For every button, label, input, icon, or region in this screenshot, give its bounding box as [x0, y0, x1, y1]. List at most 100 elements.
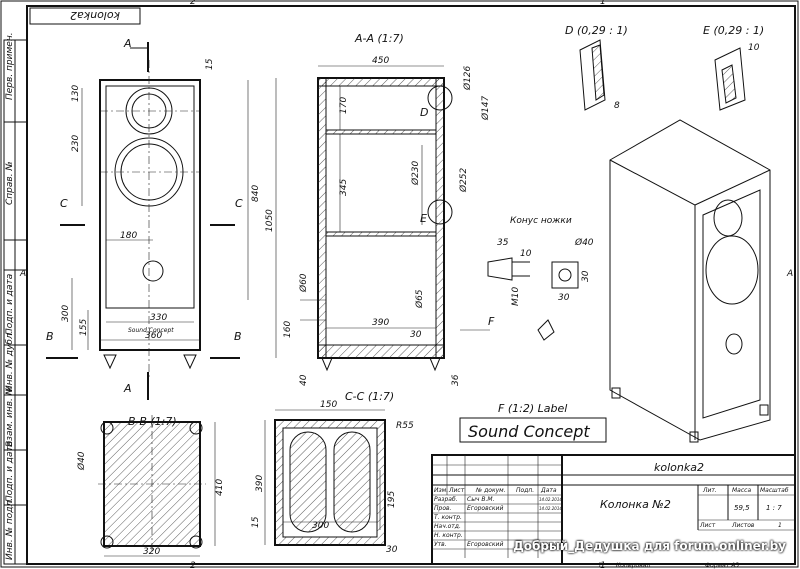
aa-dim-d65: Ø65: [414, 289, 425, 309]
tb-row-role: Н. контр.: [434, 532, 463, 539]
front-dim-130: 130: [71, 85, 81, 102]
front-dim-180: 180: [120, 231, 137, 241]
detail-marker-d: D: [420, 106, 428, 119]
zone-marker-top-2: 2: [190, 0, 196, 7]
tb-row-date: 14.02.2014: [539, 497, 562, 502]
foot-title: Конус ножки: [510, 216, 572, 226]
tb-scale: 1 : 7: [766, 504, 782, 512]
aa-dim-160: 160: [283, 321, 293, 338]
tb-row-person: Егоровский: [467, 541, 503, 548]
section-cc: C-C (1:7) 150 R55 195 390 300 15 30: [251, 390, 414, 555]
detail-d-dim: 8: [614, 101, 620, 111]
cc-dim-390: 390: [255, 475, 265, 492]
tb-row-date: 14.02.2014: [539, 506, 562, 511]
margin-label-replace: Взам. инв. №: [5, 386, 15, 447]
aa-dim-345: 345: [339, 179, 349, 196]
detail-e-dim: 10: [748, 43, 760, 53]
cc-dim-195: 195: [387, 491, 397, 508]
section-aa-title: A-A (1:7): [354, 32, 404, 45]
tb-sheet-label: Лист: [699, 522, 716, 529]
section-aa: A-A (1:7) 450 170 345 1050 Ø126 Ø147 Ø23…: [265, 32, 491, 386]
front-dim-300: 300: [61, 305, 71, 322]
section-bb: B-B (1:7) Ø40 410 320: [76, 415, 225, 557]
marker-c-right: C: [235, 197, 243, 210]
aa-dim-450: 450: [372, 56, 389, 66]
detail-d: D (0,29 : 1) 8: [565, 24, 628, 111]
foot-cone: Конус ножки 35 10 M10 Ø40 30 30: [487, 216, 594, 341]
front-logo: Sound Concept: [128, 327, 174, 334]
tb-row-role: Утв.: [434, 541, 447, 548]
foot-dim-d40: Ø40: [574, 237, 594, 248]
detail-marker-e: E: [420, 212, 427, 225]
tb-row-role: Нач.отд.: [434, 523, 461, 530]
label-f-title: F (1:2) Label: [498, 402, 567, 415]
aa-dim-d126: Ø126: [462, 65, 473, 91]
aa-dim-d252: Ø252: [458, 167, 469, 193]
tb-row-date: 14.02.2014: [539, 542, 562, 547]
tb-format: Формат A3: [705, 562, 739, 569]
tb-page: 1: [598, 562, 602, 569]
bb-dim-d40: Ø40: [76, 451, 87, 471]
front-dim-330: 330: [150, 313, 167, 323]
foot-dim-10: 10: [520, 249, 532, 259]
zone-marker-left-a: A: [19, 269, 26, 279]
bb-dim-320: 320: [143, 547, 160, 557]
front-dim-15: 15: [205, 58, 215, 70]
top-stamp-box: [29, 7, 141, 25]
tb-mass: 59,5: [734, 504, 750, 512]
zone-marker-right-a: A: [786, 269, 793, 279]
aa-dim-36: 36: [451, 374, 461, 386]
tb-doc-code: kolonka2: [654, 461, 704, 474]
tb-header-izm: Изм.: [434, 487, 448, 494]
watermark: Добрый_Дедушка для forum.onliner.by: [513, 539, 786, 553]
margin-label-sign-date-1: Подп. и дата: [5, 274, 15, 335]
aa-dim-30: 30: [410, 330, 422, 340]
detail-d-title: D (0,29 : 1): [565, 24, 628, 37]
tb-row-role: Пров.: [434, 505, 452, 512]
tb-row-person: Егоровский: [467, 505, 503, 512]
margin-label-orig: Инв. № подл.: [5, 498, 15, 560]
iso-view: [609, 119, 771, 443]
tb-sheets-label: Листов: [731, 522, 755, 529]
marker-a-top: A: [123, 37, 132, 50]
zone-marker-bottom-2: 2: [190, 561, 196, 569]
front-dim-840: 840: [251, 185, 261, 202]
tb-row-person: Сыч В.М.: [467, 496, 495, 503]
foot-dim-m10: M10: [511, 287, 521, 306]
front-dim-230: 230: [71, 135, 81, 152]
tb-sheets: 1: [778, 522, 782, 529]
marker-b-right: B: [234, 330, 242, 343]
aa-dim-40: 40: [299, 374, 309, 386]
front-dim-155: 155: [79, 319, 89, 336]
arrow-f: F: [488, 315, 495, 328]
top-stamp-text: kolonka2: [70, 9, 120, 22]
detail-e-title: E (0,29 : 1): [703, 24, 764, 37]
tb-header-date: Дата: [540, 487, 557, 494]
margin-label-ref: Справ. №: [5, 161, 15, 205]
foot-dim-30b: 30: [581, 270, 591, 282]
label-f-script: Sound Concept: [468, 422, 590, 441]
marker-b-left: B: [46, 330, 54, 343]
tb-row-role: Т. контр.: [434, 514, 462, 521]
front-dim-360: 360: [145, 331, 162, 341]
tb-header-list: Лист: [448, 487, 465, 494]
tb-header-doc: № докум.: [475, 487, 506, 494]
tb-mass-label: Масса: [732, 487, 751, 494]
tb-copied: Копировал: [616, 562, 650, 569]
cc-dim-r55: R55: [396, 421, 414, 431]
aa-dim-d147: Ø147: [480, 95, 491, 121]
detail-e: E (0,29 : 1) 10: [703, 24, 764, 111]
aa-dim-170: 170: [339, 97, 349, 114]
cc-dim-15: 15: [251, 516, 261, 528]
margin-label-dup: Инв. № дубл.: [5, 330, 15, 392]
foot-dim-30a: 30: [558, 293, 570, 303]
bb-dim-410: 410: [215, 479, 225, 496]
cc-dim-30: 30: [386, 545, 398, 555]
title-block: kolonka2 Колонка №2 Изм. Лист № докум. П…: [431, 454, 796, 569]
tb-lit-label: Лит.: [702, 487, 717, 494]
aa-dim-1050: 1050: [265, 209, 275, 232]
margin-label-first-use: Перв. примен.: [5, 32, 15, 100]
tb-header-sign: Подп.: [516, 487, 534, 494]
